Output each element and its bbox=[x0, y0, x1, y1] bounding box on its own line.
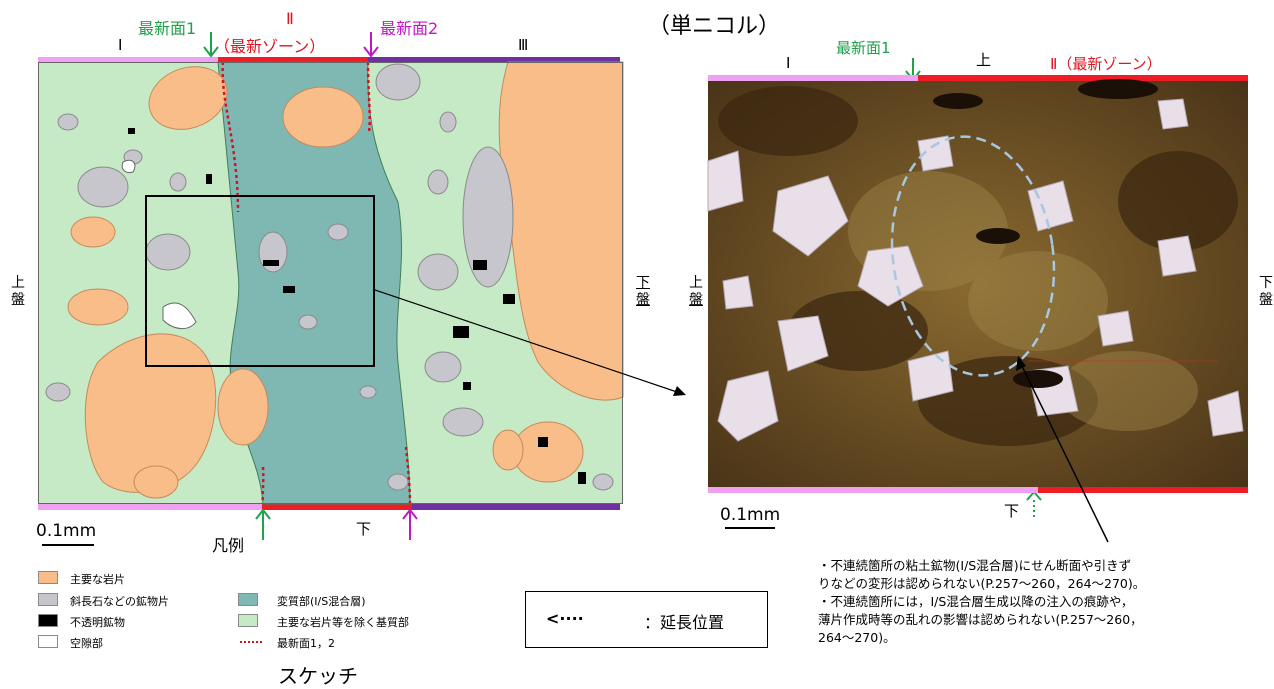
photo-scale-label: 0.1mm bbox=[720, 505, 781, 525]
zone-III-bar-bottom bbox=[412, 504, 620, 510]
photo-marker1-label: 最新面1 bbox=[836, 39, 891, 57]
legend-swatch-void bbox=[38, 635, 58, 648]
legend-label-fault: 最新面1，2 bbox=[277, 637, 335, 650]
legend-label-altered: 変質部(I/S混合層) bbox=[277, 595, 366, 608]
photo-left-side-label: 上 盤 bbox=[689, 275, 703, 308]
marker2-bottom-arrow-icon bbox=[402, 508, 418, 540]
photo-zone-II-label: Ⅱ（最新ゾーン） bbox=[1050, 55, 1162, 73]
photo-zone-II-bar-bottom bbox=[1038, 487, 1248, 493]
sketch-zone-III-label: Ⅲ bbox=[518, 36, 529, 54]
photo-top-label: 上 bbox=[976, 51, 992, 69]
photo-zone-I-bar-bottom bbox=[708, 487, 1038, 493]
legend-swatch-altered bbox=[238, 593, 258, 606]
sketch-marker2-label: 最新面2 bbox=[380, 19, 439, 38]
legend-label-matrix: 主要な岩片等を除く基質部 bbox=[277, 616, 409, 629]
legend-swatch-mineral bbox=[38, 593, 58, 606]
photo-bottom-label: 下 bbox=[1004, 502, 1020, 520]
marker2-top-arrow-icon bbox=[363, 32, 379, 58]
legend-title: 凡例 bbox=[212, 536, 245, 555]
zone-I-bar-top bbox=[38, 57, 218, 63]
zone-I-bar-bottom bbox=[38, 504, 262, 510]
note-line: ・不連続箇所の粘土鉱物(I/S混合層)にせん断面や引きず bbox=[818, 558, 1132, 573]
photo-scale-bar bbox=[725, 527, 775, 529]
page-title: （単ニコル） bbox=[648, 14, 781, 39]
extension-arrow-icon: <···· bbox=[546, 609, 584, 628]
legend-swatch-rock bbox=[38, 571, 58, 584]
photo-zone-II-bar-top bbox=[918, 75, 1248, 81]
sketch-caption: スケッチ bbox=[278, 664, 358, 688]
extension-position-box: <···· ：延長位置 bbox=[525, 591, 768, 648]
note-line: 薄片作成時等の乱れの影響は認められない(P.257～260， bbox=[818, 612, 1143, 627]
legend-label-opaque: 不透明鉱物 bbox=[70, 616, 125, 629]
sketch-marker1-label: 最新面1 bbox=[138, 19, 197, 38]
legend-swatch-matrix bbox=[238, 614, 258, 627]
note-line: りなどの変形は認められない(P.257～260，264～270)。 bbox=[818, 576, 1146, 591]
legend-swatch-opaque bbox=[38, 614, 58, 627]
legend-label-rock: 主要な岩片 bbox=[70, 573, 125, 586]
note-line: 264～270)。 bbox=[818, 630, 896, 645]
marker1-bottom-arrow-icon bbox=[255, 508, 271, 540]
sketch-zone-II-sub-label: （最新ゾーン） bbox=[214, 37, 326, 56]
extension-label: ：延長位置 bbox=[644, 613, 725, 632]
sketch-scale-bar bbox=[42, 544, 94, 546]
sketch-right-side-label: 下 盤 bbox=[636, 275, 650, 308]
note-line: ・不連続箇所には，I/S混合層生成以降の注入の痕跡や， bbox=[818, 594, 1134, 609]
photo-right-side-label: 下 盤 bbox=[1259, 275, 1273, 308]
zone-II-bar-bottom bbox=[262, 504, 412, 510]
sketch-zone-II-label: Ⅱ bbox=[286, 9, 294, 28]
observation-notes: ・不連続箇所の粘土鉱物(I/S混合層)にせん断面や引きず りなどの変形は認められ… bbox=[818, 557, 1145, 647]
marker1-top-arrow-icon bbox=[203, 32, 219, 58]
sketch-bottom-label: 下 bbox=[356, 520, 372, 538]
legend-label-mineral: 斜長石などの鉱物片 bbox=[70, 595, 169, 608]
photo-zone-I-bar-top bbox=[708, 75, 918, 81]
sketch-zone-I-label: Ⅰ bbox=[118, 36, 123, 54]
zone-II-bar-top bbox=[218, 57, 368, 63]
sketch-left-side-label: 上 盤 bbox=[11, 275, 25, 308]
sketch-drawing bbox=[38, 61, 624, 505]
photo-micrograph bbox=[707, 79, 1248, 487]
zone-III-bar-top bbox=[368, 57, 620, 63]
legend-label-void: 空隙部 bbox=[70, 637, 103, 650]
photo-zone-I-label: Ⅰ bbox=[786, 54, 791, 72]
sketch-scale-label: 0.1mm bbox=[36, 521, 97, 541]
legend-swatch-fault bbox=[240, 641, 262, 643]
